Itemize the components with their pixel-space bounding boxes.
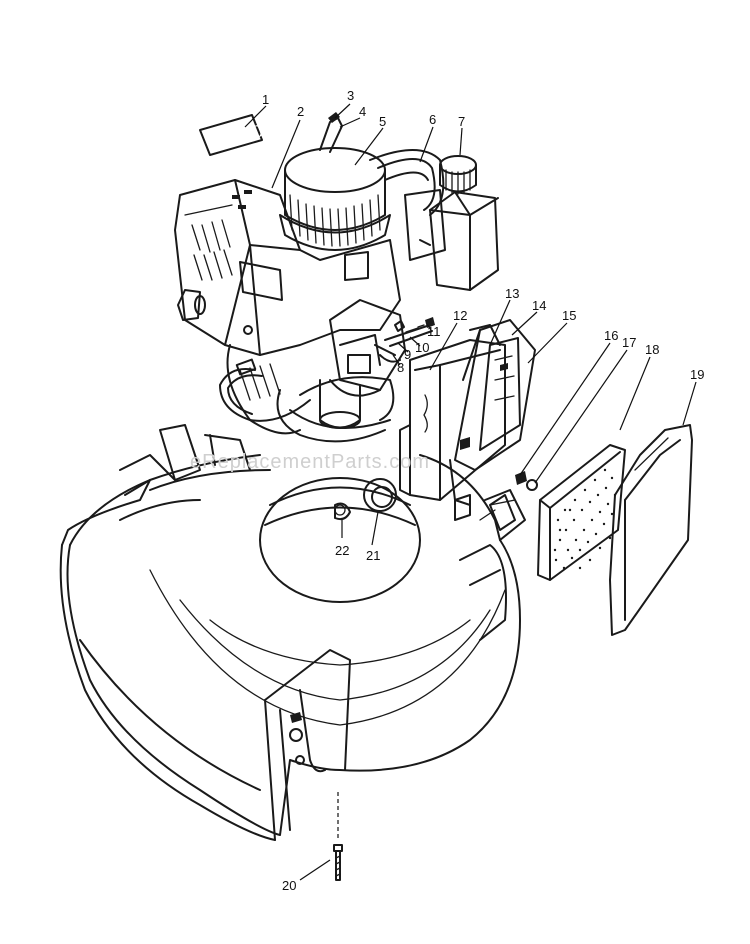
air-cleaner-housing (449, 319, 536, 521)
callout-13: 13 (505, 286, 519, 301)
callout-14: 14 (532, 298, 546, 313)
callout-19: 19 (690, 367, 704, 382)
callout-2: 2 (297, 104, 304, 119)
fuel-cap (439, 155, 477, 195)
callout-labels: 1 2 3 4 5 6 7 8 9 10 11 12 13 14 15 16 1… (262, 88, 704, 893)
callout-18: 18 (645, 342, 659, 357)
toro-logo-decal: TORO (199, 114, 266, 156)
callout-12: 12 (453, 308, 467, 323)
callout-5: 5 (379, 114, 386, 129)
engine-assembly (174, 112, 499, 443)
fuel-tank (419, 191, 499, 291)
air-filter-element (537, 444, 626, 581)
callout-15: 15 (562, 308, 576, 323)
callout-7: 7 (458, 114, 465, 129)
callout-22: 22 (335, 543, 349, 558)
callout-8: 8 (397, 360, 404, 375)
air-cleaner-fasteners (479, 471, 538, 531)
callout-4: 4 (359, 104, 366, 119)
callout-10: 10 (415, 340, 429, 355)
callout-16: 16 (604, 328, 618, 343)
watermark-text: eReplacementParts.com (190, 451, 430, 473)
callout-20: 20 (282, 878, 296, 893)
callout-11: 11 (427, 324, 441, 339)
callout-9: 9 (404, 347, 411, 362)
mower-deck-housing (59, 424, 526, 841)
callout-6: 6 (429, 112, 436, 127)
recoil-starter (279, 147, 391, 251)
air-filter-cover (609, 424, 693, 636)
callout-1: 1 (262, 92, 269, 107)
callout-17: 17 (622, 335, 636, 350)
deck-plug-parts (334, 478, 397, 521)
callout-21: 21 (366, 548, 380, 563)
callout-3: 3 (347, 88, 354, 103)
callout-leaders (244, 103, 697, 881)
shroud-louvers (184, 190, 252, 281)
bolt (333, 792, 343, 881)
carburetor (276, 299, 406, 443)
